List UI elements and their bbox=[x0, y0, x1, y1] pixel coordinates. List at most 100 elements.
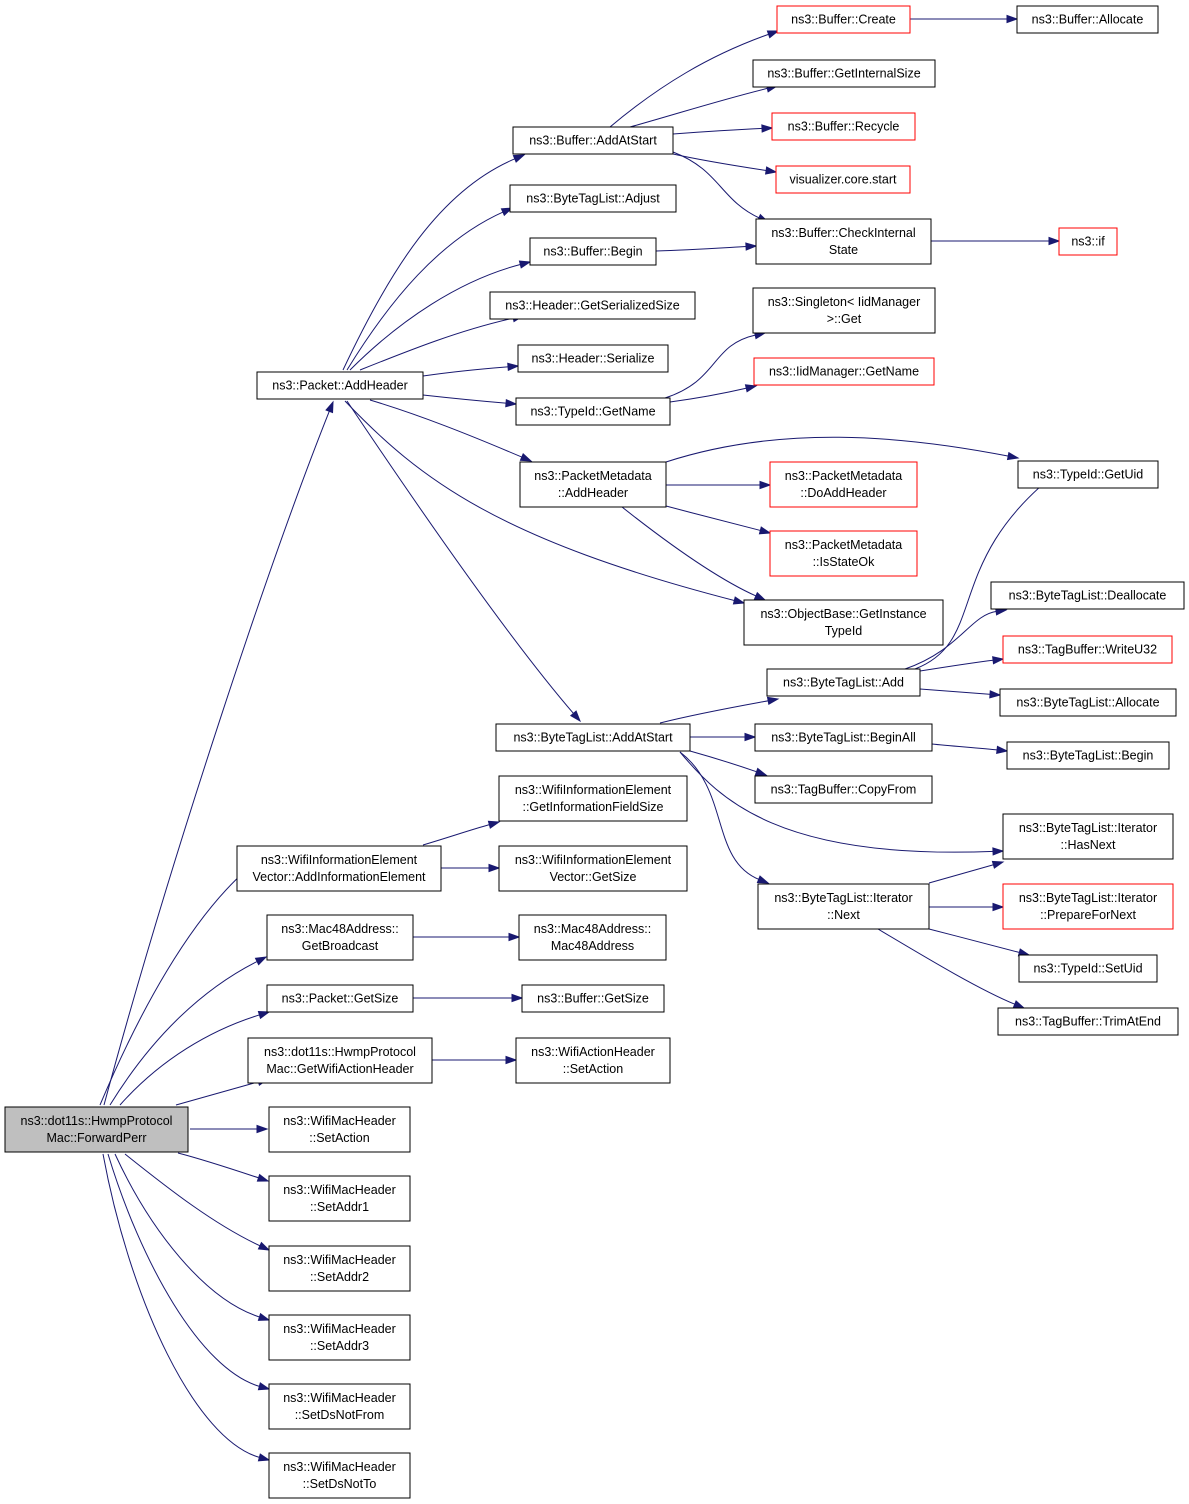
node-typeid-getuid[interactable]: ns3::TypeId::GetUid bbox=[1017, 460, 1159, 489]
edge-packet-addheader-to-buffer-begin bbox=[349, 260, 532, 371]
edge-line bbox=[931, 743, 999, 751]
node-btl-add[interactable]: ns3::ByteTagList::Add bbox=[766, 668, 921, 697]
node-buffer-create[interactable]: ns3::Buffer::Create bbox=[776, 5, 911, 34]
arrowhead-icon bbox=[1012, 1000, 1026, 1009]
arrowhead-icon bbox=[512, 154, 526, 163]
node-buffer-recycle[interactable]: ns3::Buffer::Recycle bbox=[771, 112, 916, 141]
node-btl-allocate[interactable]: ns3::ByteTagList::Allocate bbox=[999, 688, 1177, 717]
node-typeid-getname[interactable]: ns3::TypeId::GetName bbox=[515, 397, 671, 426]
node-btl-deallocate[interactable]: ns3::ByteTagList::Deallocate bbox=[990, 581, 1185, 610]
node-mac48-getbroadcast[interactable]: ns3::Mac48Address::GetBroadcast bbox=[266, 914, 414, 961]
node-wmh-setaction[interactable]: ns3::WifiMacHeader::SetAction bbox=[268, 1106, 411, 1153]
edge-line bbox=[621, 506, 757, 597]
node-wmh-setdsnotfrom[interactable]: ns3::WifiMacHeader::SetDsNotFrom bbox=[268, 1383, 411, 1430]
node-pm-doaddheader[interactable]: ns3::PacketMetadata::DoAddHeader bbox=[769, 461, 918, 508]
node-label-line: TypeId bbox=[825, 624, 863, 638]
edge-line bbox=[422, 823, 491, 846]
arrowhead-icon bbox=[256, 1124, 269, 1134]
node-buffer-getinternalsize[interactable]: ns3::Buffer::GetInternalSize bbox=[752, 59, 936, 88]
edge-btl-addatstart-to-btl-iter-next bbox=[679, 751, 770, 884]
node-iidmanager-getname[interactable]: ns3::IidManager::GetName bbox=[753, 357, 935, 386]
node-box bbox=[498, 775, 688, 822]
node-box bbox=[752, 59, 936, 88]
node-box bbox=[268, 1314, 411, 1361]
edge-hwmp-getwifiaction-to-wah-setaction bbox=[431, 1055, 518, 1065]
node-box bbox=[771, 112, 916, 141]
node-label-line: ::SetAddr3 bbox=[310, 1339, 369, 1353]
arrowhead-icon bbox=[257, 1011, 271, 1020]
node-header-serialize[interactable]: ns3::Header::Serialize bbox=[517, 344, 669, 373]
node-label-line: ns3::TypeId::GetName bbox=[530, 405, 655, 419]
node-btl-adjust[interactable]: ns3::ByteTagList::Adjust bbox=[509, 184, 677, 213]
node-wmh-setaddr3[interactable]: ns3::WifiMacHeader::SetAddr3 bbox=[268, 1314, 411, 1361]
node-btl-iter-hasnext[interactable]: ns3::ByteTagList::Iterator::HasNext bbox=[1002, 813, 1174, 860]
node-pm-addheader[interactable]: ns3::PacketMetadata::AddHeader bbox=[519, 461, 667, 508]
node-ns3-if[interactable]: ns3::if bbox=[1058, 227, 1118, 256]
node-box bbox=[1016, 5, 1159, 34]
node-label-line: ns3::ByteTagList::Iterator bbox=[774, 891, 912, 905]
node-tagbuffer-writeu32[interactable]: ns3::TagBuffer::WriteU32 bbox=[1002, 635, 1173, 664]
node-wmh-setdsnotto[interactable]: ns3::WifiMacHeader::SetDsNotTo bbox=[268, 1452, 411, 1499]
node-hwmp-getwifiaction[interactable]: ns3::dot11s::HwmpProtocolMac::GetWifiAct… bbox=[247, 1037, 433, 1084]
edge-line bbox=[359, 317, 515, 371]
edge-packet-addheader-to-buffer-addatstart bbox=[342, 154, 526, 371]
arrowhead-icon bbox=[257, 1312, 271, 1321]
node-wah-setaction[interactable]: ns3::WifiActionHeader::SetAction bbox=[515, 1037, 671, 1084]
node-label-line: ::SetDsNotTo bbox=[303, 1477, 377, 1491]
node-visualizer-start[interactable]: visualizer.core.start bbox=[775, 165, 911, 194]
node-packet-addheader[interactable]: ns3::Packet::AddHeader bbox=[256, 371, 424, 400]
node-label-line: ns3::dot11s::HwmpProtocol bbox=[264, 1045, 416, 1059]
node-wifiie-add[interactable]: ns3::WifiInformationElementVector::AddIn… bbox=[236, 845, 442, 892]
edge-line bbox=[672, 151, 761, 219]
arrowhead-icon bbox=[505, 1055, 518, 1065]
node-label-line: ::PrepareForNext bbox=[1040, 908, 1136, 922]
edge-buffer-addatstart-to-buffer-recycle bbox=[672, 124, 774, 135]
node-wifiie-getfieldsize[interactable]: ns3::WifiInformationElement::GetInformat… bbox=[498, 775, 688, 822]
node-label-line: ns3::Singleton< IidManager bbox=[768, 295, 921, 309]
edge-root-to-packet-addheader bbox=[103, 400, 334, 1106]
node-box bbox=[1002, 883, 1174, 930]
node-mac48-ctor[interactable]: ns3::Mac48Address::Mac48Address bbox=[518, 914, 667, 961]
node-header-getsersize[interactable]: ns3::Header::GetSerializedSize bbox=[489, 291, 696, 320]
node-tagbuffer-trimatend[interactable]: ns3::TagBuffer::TrimAtEnd bbox=[997, 1007, 1179, 1036]
node-buffer-addatstart[interactable]: ns3::Buffer::AddAtStart bbox=[512, 126, 674, 155]
node-btl-iter-next[interactable]: ns3::ByteTagList::Iterator::Next bbox=[757, 883, 930, 930]
node-typeid-setuid[interactable]: ns3::TypeId::SetUid bbox=[1018, 954, 1158, 983]
node-label-line: ns3::PacketMetadata bbox=[785, 469, 902, 483]
edge-btl-add-to-btl-allocate bbox=[919, 688, 1002, 699]
node-packet-getsize[interactable]: ns3::Packet::GetSize bbox=[266, 984, 414, 1013]
node-buffer-begin[interactable]: ns3::Buffer::Begin bbox=[529, 237, 657, 266]
node-tagbuffer-copyfrom[interactable]: ns3::TagBuffer::CopyFrom bbox=[754, 775, 933, 804]
edge-btl-addatstart-to-btl-iter-hasnext bbox=[679, 751, 1005, 856]
node-buffer-allocate[interactable]: ns3::Buffer::Allocate bbox=[1016, 5, 1159, 34]
node-btl-addatstart[interactable]: ns3::ByteTagList::AddAtStart bbox=[495, 723, 691, 752]
node-buffer-getsize[interactable]: ns3::Buffer::GetSize bbox=[521, 984, 665, 1013]
node-wmh-setaddr2[interactable]: ns3::WifiMacHeader::SetAddr2 bbox=[268, 1245, 411, 1292]
arrowhead-icon bbox=[518, 260, 532, 269]
node-label-line: ns3::ByteTagList::Allocate bbox=[1016, 696, 1159, 710]
node-singleton-get[interactable]: ns3::Singleton< IidManager>::Get bbox=[752, 287, 936, 334]
node-label-line: ::SetAction bbox=[563, 1062, 623, 1076]
node-box bbox=[266, 984, 414, 1013]
edge-line bbox=[689, 750, 758, 773]
node-pm-isstateok[interactable]: ns3::PacketMetadata::IsStateOk bbox=[769, 530, 918, 577]
node-label-line: ns3::TypeId::GetUid bbox=[1033, 468, 1144, 482]
node-box bbox=[247, 1037, 433, 1084]
node-root[interactable]: ns3::dot11s::HwmpProtocolMac::ForwardPer… bbox=[4, 1106, 189, 1153]
edge-line bbox=[629, 87, 769, 128]
node-label-line: ns3::Packet::AddHeader bbox=[272, 379, 408, 393]
node-box bbox=[752, 287, 936, 334]
node-label-line: ns3::ByteTagList::Adjust bbox=[526, 192, 660, 206]
node-btl-iter-prepare[interactable]: ns3::ByteTagList::Iterator::PrepareForNe… bbox=[1002, 883, 1174, 930]
node-btl-beginall[interactable]: ns3::ByteTagList::BeginAll bbox=[754, 723, 933, 752]
node-label-line: ns3::ByteTagList::BeginAll bbox=[771, 731, 916, 745]
node-btl-begin[interactable]: ns3::ByteTagList::Begin bbox=[1006, 741, 1170, 770]
node-label-line: Mac::ForwardPerr bbox=[46, 1131, 146, 1145]
edge-line bbox=[672, 127, 764, 135]
node-wifiie-getsize[interactable]: ns3::WifiInformationElementVector::GetSi… bbox=[498, 845, 688, 892]
node-wmh-setaddr1[interactable]: ns3::WifiMacHeader::SetAddr1 bbox=[268, 1175, 411, 1222]
node-label-line: ns3::Buffer::Create bbox=[791, 13, 896, 27]
edge-line bbox=[928, 928, 1021, 954]
